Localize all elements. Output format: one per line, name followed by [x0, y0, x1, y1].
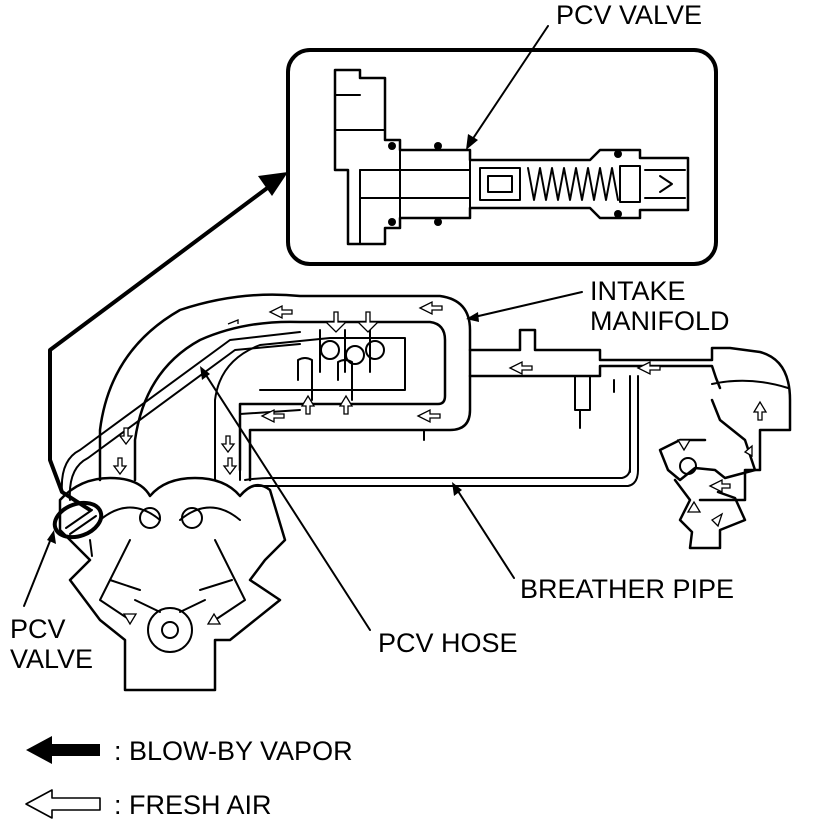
- label-intake-line1: INTAKE: [590, 276, 686, 306]
- engine-block: [52, 476, 287, 692]
- fresh-air-flow-arrows: [112, 300, 768, 626]
- pcv-valve-detail-inset: [286, 48, 718, 266]
- legend-blow-by-label: : BLOW-BY VAPOR: [114, 736, 353, 766]
- label-pcv-valve-left-line2: VALVE: [10, 644, 93, 674]
- legend-blow-by-arrow-icon: [26, 736, 100, 764]
- intake-manifold-leader-line: [469, 291, 583, 319]
- pcv-valve-left-leader-line: [23, 535, 53, 607]
- legend-fresh-air-label: : FRESH AIR: [114, 790, 272, 820]
- legend-fresh-air-arrow-icon: [25, 789, 101, 819]
- pcv-hose-leader-line: [203, 371, 371, 631]
- label-pcv-hose: PCV HOSE: [378, 628, 518, 658]
- label-breather-pipe: BREATHER PIPE: [520, 574, 734, 604]
- breather-pipe: [244, 375, 639, 487]
- intake-manifold: [98, 293, 792, 550]
- pcv-valve-leader-line: [471, 25, 549, 141]
- breather-pipe-leader-line: [455, 487, 515, 579]
- label-pcv-valve-left-line1: PCV: [10, 614, 66, 644]
- label-pcv-valve-top: PCV VALVE: [556, 0, 702, 30]
- label-intake-line2: MANIFOLD: [590, 306, 730, 336]
- blow-by-route-arrow: [48, 172, 288, 512]
- legend: : BLOW-BY VAPOR : FRESH AIR: [25, 736, 353, 820]
